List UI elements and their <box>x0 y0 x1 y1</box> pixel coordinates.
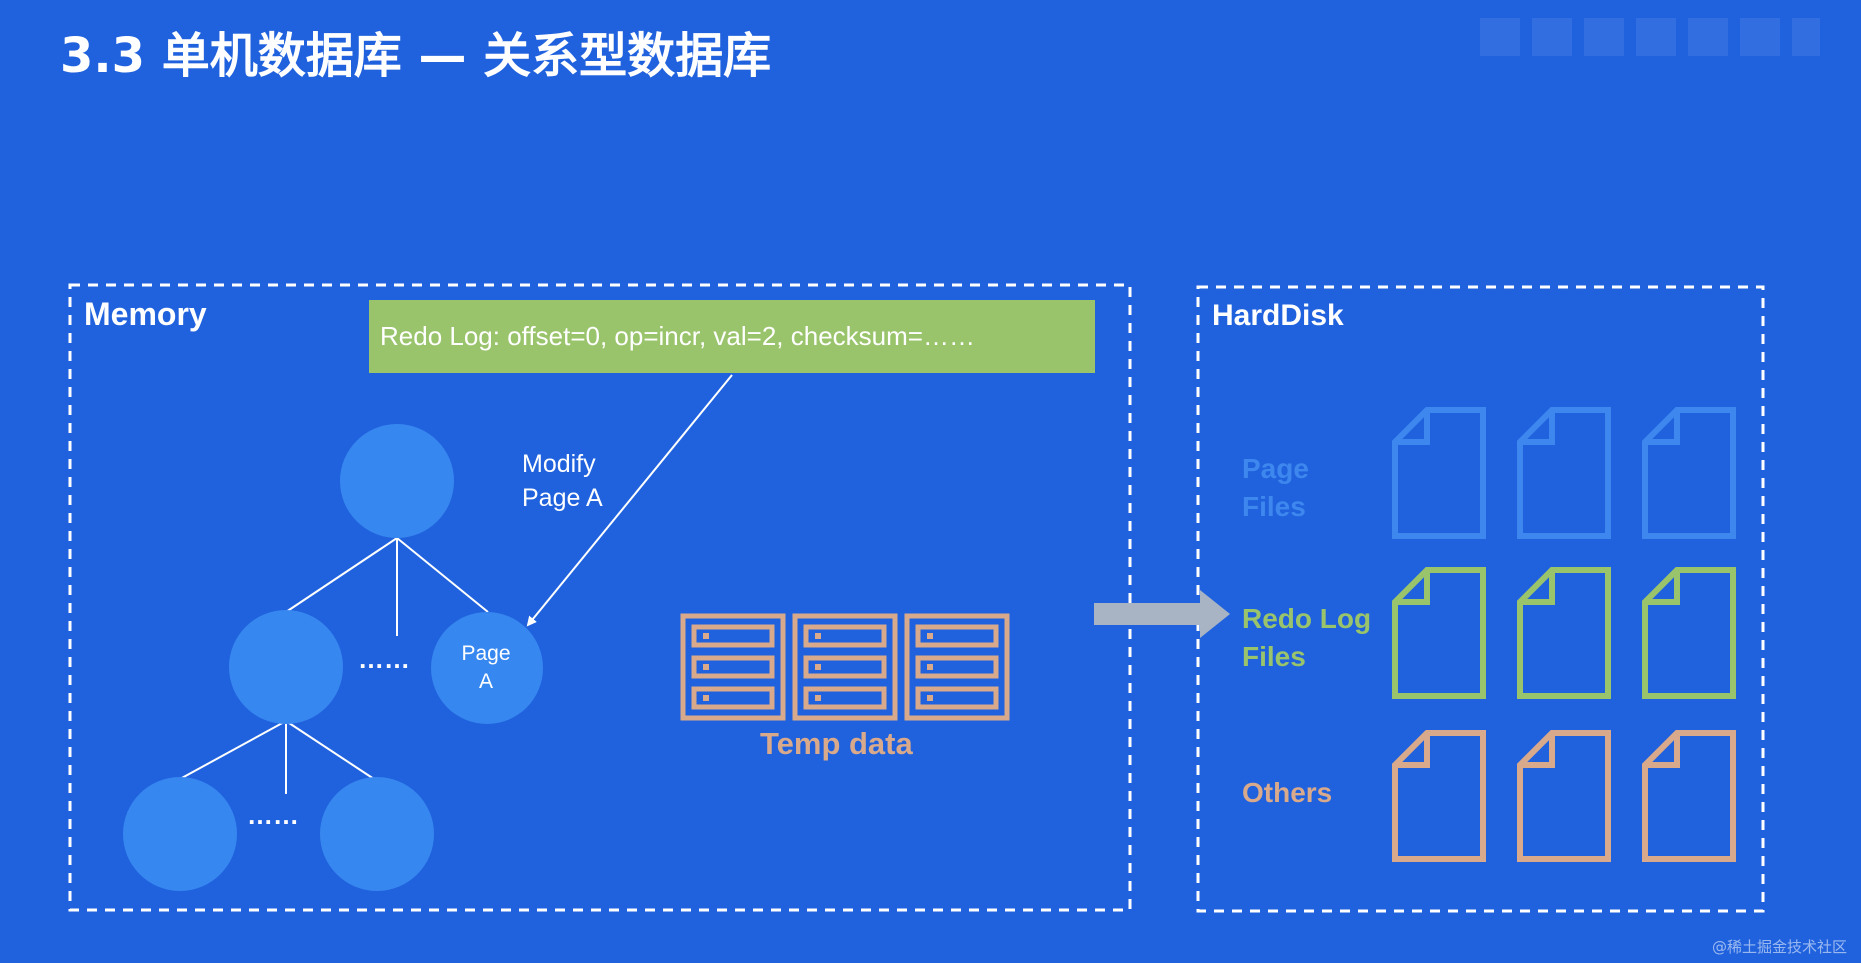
page-a-node <box>431 612 543 724</box>
server-rack-dots <box>703 633 933 701</box>
root-node <box>340 424 454 538</box>
btree <box>123 424 543 891</box>
others-label: Others <box>1242 774 1332 812</box>
page-files-label: Page Files <box>1242 450 1309 526</box>
harddisk-label: HardDisk <box>1212 299 1344 332</box>
file-icon <box>1642 407 1736 539</box>
memory-label: Memory <box>84 296 207 332</box>
file-icon <box>1517 730 1611 862</box>
tree-edges <box>179 537 489 794</box>
inner-node <box>229 610 343 724</box>
ellipsis-lower: …… <box>247 800 299 830</box>
page-a-line1: Page <box>461 642 511 665</box>
file-icon <box>1642 730 1736 862</box>
watermark: @稀土掘金技术社区 <box>1711 938 1847 956</box>
temp-data-label: Temp data <box>760 726 913 761</box>
modify-page-label: Modify Page A <box>522 447 603 515</box>
file-icon <box>1392 730 1486 862</box>
redo-log-files-label: Redo Log Files <box>1242 600 1371 676</box>
file-icon <box>1392 407 1486 539</box>
page-files-line2: Files <box>1242 491 1306 522</box>
server-rack-icon <box>680 613 1010 721</box>
file-icon <box>1517 567 1611 699</box>
page-a-label: Page A <box>430 640 542 696</box>
file-icon <box>1642 567 1736 699</box>
file-icon <box>1517 407 1611 539</box>
page-files-line1: Page <box>1242 453 1309 484</box>
modify-arrow <box>526 374 733 627</box>
file-icon <box>1392 567 1486 699</box>
page-a-line2: A <box>478 670 493 693</box>
page-title: 3.3 单机数据库 — 关系型数据库 <box>60 28 772 84</box>
leaf-node-left <box>123 777 237 891</box>
redo-log-files-line1: Redo Log <box>1242 603 1372 634</box>
file-icon-grid <box>1392 407 1736 862</box>
ellipsis-upper: …… <box>358 644 410 674</box>
memory-box <box>68 283 1132 912</box>
modify-label-line1: Modify <box>522 450 596 478</box>
leaf-node-right <box>320 777 434 891</box>
flush-arrow-icon <box>1094 590 1230 638</box>
modify-label-line2: Page A <box>522 484 603 512</box>
redo-log-banner: Redo Log: offset=0, op=incr, val=2, chec… <box>369 300 1095 373</box>
redo-log-files-line2: Files <box>1242 641 1306 672</box>
others-line1: Others <box>1242 777 1333 808</box>
faded-header-decoration <box>1480 18 1820 56</box>
